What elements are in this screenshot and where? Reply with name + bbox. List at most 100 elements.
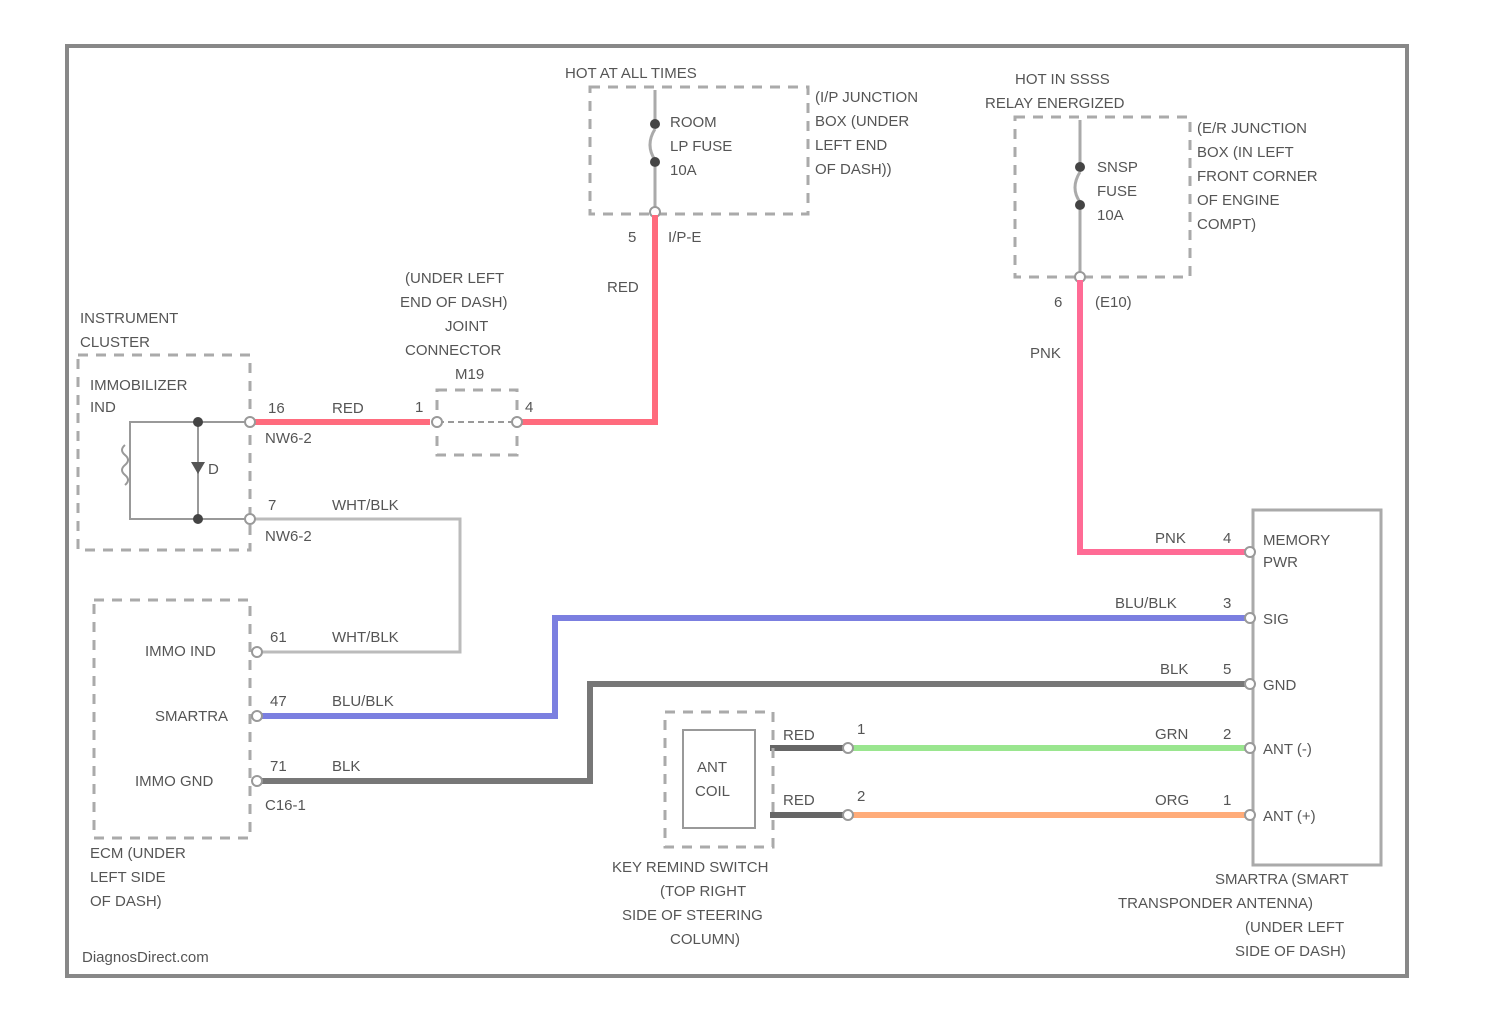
right-fuse-loc-2: BOX (IN LEFT [1197, 144, 1294, 161]
right-fuse-loc-1: (E/R JUNCTION [1197, 120, 1307, 137]
right-fuse-name-1: SNSP [1097, 159, 1138, 176]
right-fuse-loc-5: COMPT) [1197, 216, 1256, 233]
smartra-wire-1: BLU/BLK [1115, 595, 1177, 612]
joint-pin-left-num: 1 [415, 399, 423, 416]
coil-label-2: (TOP RIGHT [660, 883, 746, 900]
smartra-pin-name-0b: PWR [1263, 554, 1298, 571]
smartra-wire-2: BLK [1160, 661, 1188, 678]
cluster-ind-1: IMMOBILIZER [90, 377, 188, 394]
top-fuse-wire-color: RED [607, 279, 639, 296]
right-fuse-contact-bottom [1075, 200, 1085, 210]
cluster-pin1-num: 16 [268, 400, 285, 417]
joint-label-3: JOINT [445, 318, 488, 335]
smartra-label-1: SMARTRA (SMART [1215, 871, 1349, 888]
smartra-pin-name-1: SIG [1263, 611, 1289, 628]
smartra-pin-name-4: ANT (+) [1263, 808, 1316, 825]
cluster-pin1-conn: NW6-2 [265, 430, 312, 447]
cluster-pin1-wire: RED [332, 400, 364, 417]
smartra-wire-3: GRN [1155, 726, 1188, 743]
joint-pin-right [512, 417, 522, 427]
cluster-pin-7 [245, 514, 255, 524]
joint-label-1: (UNDER LEFT [405, 270, 504, 287]
ecm-pin-wire-0: WHT/BLK [332, 629, 399, 646]
smartra-pin-2 [1245, 743, 1255, 753]
cluster-pin2-conn: NW6-2 [265, 528, 312, 545]
smartra-pin-1 [1245, 810, 1255, 820]
smartra-pin-4 [1245, 547, 1255, 557]
coil-wire1-pin: 1 [857, 721, 865, 738]
ecm-pin-num-1: 47 [270, 693, 287, 710]
right-fuse-connector: (E10) [1095, 294, 1132, 311]
ecm-label-2: LEFT SIDE [90, 869, 166, 886]
right-fuse-loc-3: FRONT CORNER [1197, 168, 1318, 185]
smartra-label-4: SIDE OF DASH) [1235, 943, 1346, 960]
right-fuse-header-2: RELAY ENERGIZED [985, 95, 1125, 112]
ecm-pin-num-2: 71 [270, 758, 287, 775]
ant-coil-label-2: COIL [695, 783, 730, 800]
top-fuse-name-2: LP FUSE [670, 138, 732, 155]
coil-wire2-color: RED [783, 792, 815, 809]
top-fuse-contact-bottom [650, 157, 660, 167]
ecm-pin-name-0: IMMO IND [145, 643, 216, 660]
joint-label-2: END OF DASH) [400, 294, 508, 311]
top-fuse-loc-1: (I/P JUNCTION [815, 89, 918, 106]
right-fuse-wire-color: PNK [1030, 345, 1061, 362]
right-fuse-name-3: 10A [1097, 207, 1124, 224]
smartra-pin-num-0: 4 [1223, 530, 1231, 547]
smartra-pin-num-1: 3 [1223, 595, 1231, 612]
smartra-pin-num-3: 2 [1223, 726, 1231, 743]
coil-pin-2 [843, 810, 853, 820]
joint-pin-right-num: 4 [525, 399, 533, 416]
ecm-conn: C16-1 [265, 797, 306, 814]
cluster-ind-2: IND [90, 399, 116, 416]
ecm-pin-num-0: 61 [270, 629, 287, 646]
joint-label-5: M19 [455, 366, 484, 383]
coil-wire1-color: RED [783, 727, 815, 744]
coil-wire2-pin: 2 [857, 788, 865, 805]
right-fuse-loc-4: OF ENGINE [1197, 192, 1280, 209]
smartra-pin-name-2: GND [1263, 677, 1297, 694]
top-fuse-loc-2: BOX (UNDER [815, 113, 909, 130]
smartra-label-2: TRANSPONDER ANTENNA) [1118, 895, 1313, 912]
smartra-pin-name-3: ANT (-) [1263, 741, 1312, 758]
smartra-pin-num-2: 5 [1223, 661, 1231, 678]
ant-coil-label-1: ANT [697, 759, 727, 776]
smartra-label-3: (UNDER LEFT [1245, 919, 1344, 936]
ecm-pin-name-1: SMARTRA [155, 708, 228, 725]
coil-label-4: COLUMN) [670, 931, 740, 948]
top-fuse-pin-num: 5 [628, 229, 636, 246]
ecm-pin-wire-2: BLK [332, 758, 360, 775]
footer-watermark: DiagnosDirect.com [82, 949, 209, 966]
right-fuse-contact-top [1075, 162, 1085, 172]
cluster-pin2-wire: WHT/BLK [332, 497, 399, 514]
smartra-pin-5 [1245, 679, 1255, 689]
smartra-pin-num-4: 1 [1223, 792, 1231, 809]
smartra-wire-0: PNK [1155, 530, 1186, 547]
right-fuse-header-1: HOT IN SSSS [1015, 71, 1110, 88]
ant-coil-box [683, 730, 755, 828]
top-fuse-header: HOT AT ALL TIMES [565, 65, 697, 82]
cluster-pin2-num: 7 [268, 497, 276, 514]
right-fuse-pin-num: 6 [1054, 294, 1062, 311]
coil-label-1: KEY REMIND SWITCH [612, 859, 768, 876]
top-fuse-connector: I/P-E [668, 229, 701, 246]
top-fuse-name-3: 10A [670, 162, 697, 179]
joint-pin-left [432, 417, 442, 427]
cluster-diode-label: D [208, 461, 219, 478]
top-fuse-contact-top [650, 119, 660, 129]
ecm-pin-wire-1: BLU/BLK [332, 693, 394, 710]
coil-label-3: SIDE OF STEERING [622, 907, 763, 924]
ecm-pin-47 [252, 711, 262, 721]
joint-label-4: CONNECTOR [405, 342, 502, 359]
cluster-node-bottom [193, 514, 203, 524]
ecm-label-3: OF DASH) [90, 893, 162, 910]
right-fuse-name-2: FUSE [1097, 183, 1137, 200]
cluster-pin-16 [245, 417, 255, 427]
ecm-pin-61 [252, 647, 262, 657]
ecm-label-1: ECM (UNDER [90, 845, 186, 862]
smartra-pin-name-0a: MEMORY [1263, 532, 1330, 549]
cluster-label-2: CLUSTER [80, 334, 150, 351]
smartra-wire-4: ORG [1155, 792, 1189, 809]
top-fuse-loc-3: LEFT END [815, 137, 887, 154]
